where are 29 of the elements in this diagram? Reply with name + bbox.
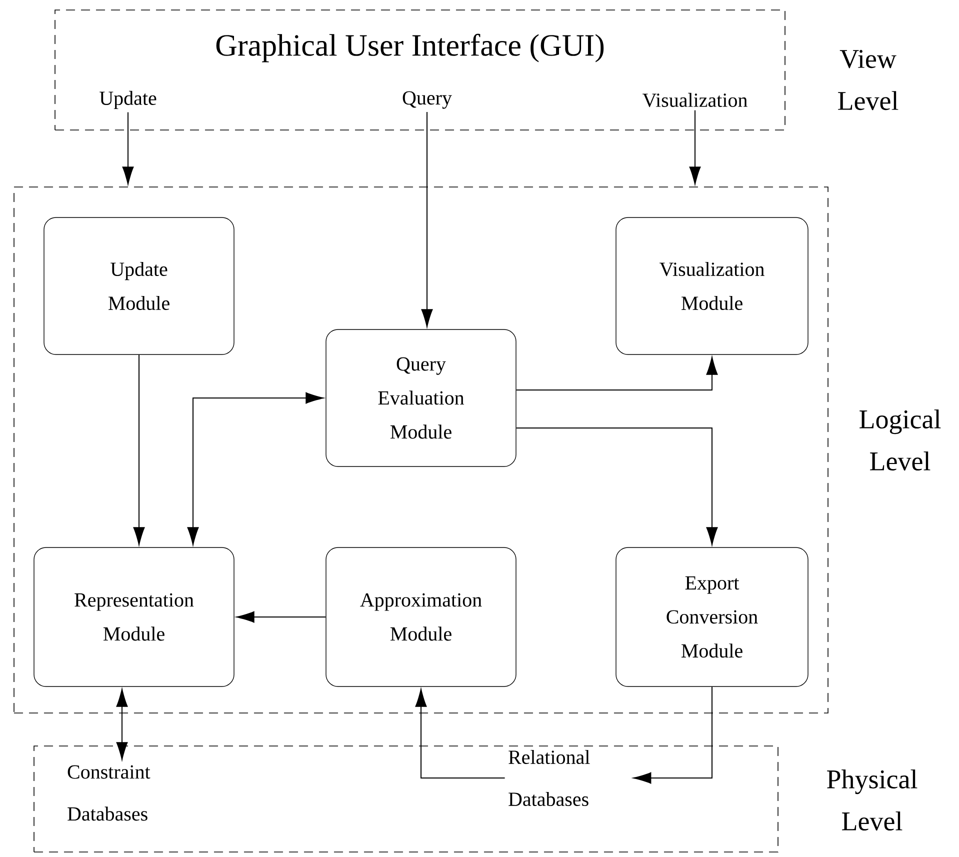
text-label: Update xyxy=(100,90,156,110)
module-box: Export Conversion Module xyxy=(616,547,808,687)
text-label: Visualization xyxy=(642,92,748,108)
arrow xyxy=(187,392,324,546)
module-box: Approximation Module xyxy=(326,547,516,687)
arrow xyxy=(415,688,506,778)
text-label: Constraint Databases xyxy=(68,765,150,821)
level-label: Logical Level xyxy=(860,410,941,470)
arrow xyxy=(133,354,145,546)
module-box: Update Module xyxy=(44,217,234,355)
arrow xyxy=(236,611,326,623)
module-box: Query Evaluation Module xyxy=(326,329,516,467)
module-box: Visualization Module xyxy=(616,217,808,355)
level-label: View Level xyxy=(838,50,898,110)
arrow xyxy=(116,688,128,760)
text-label: Query xyxy=(402,91,452,109)
dashed-frame xyxy=(54,10,786,130)
dashed-frame xyxy=(14,186,828,714)
arrow xyxy=(516,428,718,546)
text-label: Relational Databases xyxy=(508,750,590,806)
arrow xyxy=(516,356,718,390)
module-box: Representation Module xyxy=(34,547,234,687)
level-label: Physical Level xyxy=(827,770,918,830)
frame-title: Graphical User Interface (GUI) xyxy=(216,34,604,62)
arrow xyxy=(122,112,134,185)
arrow xyxy=(689,110,701,185)
dashed-frame xyxy=(34,746,778,852)
arrow xyxy=(421,111,433,328)
arrow xyxy=(633,686,712,784)
